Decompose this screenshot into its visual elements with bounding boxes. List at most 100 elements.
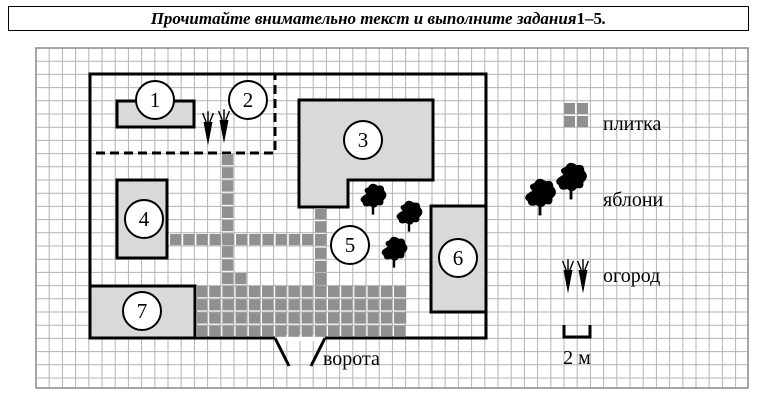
tile	[302, 234, 314, 246]
tile	[314, 325, 326, 337]
object-label-7: 7	[122, 291, 162, 331]
tile	[275, 325, 287, 337]
tile	[301, 299, 313, 311]
tile	[395, 312, 407, 324]
object-label-2: 2	[228, 80, 268, 120]
apple-trees	[360, 183, 423, 268]
tile	[301, 312, 313, 324]
tile	[301, 286, 313, 298]
tile	[248, 299, 260, 311]
carrot-icon	[561, 259, 575, 294]
legend-garden-label: огород	[603, 265, 660, 287]
gate	[273, 335, 327, 367]
tile	[380, 312, 392, 324]
object-number-6: 6	[453, 246, 464, 270]
tile	[196, 286, 208, 298]
object-number-7: 7	[137, 299, 148, 323]
tile	[328, 312, 340, 324]
tile	[275, 234, 287, 246]
tile	[262, 299, 274, 311]
tile	[170, 234, 182, 246]
tile	[394, 325, 406, 337]
tile	[222, 325, 234, 337]
tile	[367, 299, 379, 311]
object-number-2: 2	[243, 88, 254, 112]
tile	[222, 206, 234, 218]
tile	[328, 325, 340, 337]
tile	[196, 299, 208, 311]
apple-tree-icon	[556, 162, 587, 200]
tile	[380, 299, 392, 311]
tile	[367, 312, 379, 324]
tile	[222, 273, 234, 285]
tile	[367, 325, 379, 337]
tile	[314, 312, 326, 324]
tile	[222, 259, 234, 271]
tile	[354, 286, 366, 298]
tile	[262, 234, 274, 246]
tile	[315, 234, 327, 246]
object-label-5: 5	[330, 225, 370, 265]
tile	[314, 299, 326, 311]
legend-tile-icon	[564, 103, 588, 127]
tile	[341, 286, 353, 298]
tile-paths	[170, 154, 407, 337]
tile	[288, 312, 300, 324]
tile	[367, 286, 379, 298]
tile	[328, 299, 340, 311]
tile	[209, 325, 221, 337]
tile	[262, 286, 274, 298]
heading-end: .	[602, 8, 607, 28]
object-number-1: 1	[150, 88, 161, 112]
legend-tile-label: плитка	[603, 113, 662, 135]
object-label-4: 4	[124, 199, 164, 239]
tile	[248, 312, 260, 324]
task-heading: Прочитайте внимательно текст и выполните…	[8, 6, 749, 31]
tile	[196, 312, 208, 324]
tile	[315, 208, 327, 220]
tile	[235, 299, 247, 311]
tile	[262, 312, 274, 324]
tile	[275, 312, 287, 324]
tile	[288, 299, 300, 311]
vegetable-garden	[201, 109, 231, 146]
object-label-3: 3	[343, 120, 383, 160]
tile	[301, 325, 313, 337]
object-number-3: 3	[358, 128, 369, 152]
tile	[209, 286, 221, 298]
tile	[248, 286, 260, 298]
object-label-1: 1	[135, 80, 175, 120]
scale-label: 2 м	[563, 347, 591, 369]
carrot-icon	[217, 109, 231, 144]
tile	[222, 312, 234, 324]
tile	[315, 273, 327, 285]
tile	[395, 286, 407, 298]
tile	[315, 260, 327, 272]
object-label-6: 6	[438, 238, 478, 278]
tile	[288, 286, 300, 298]
tile	[222, 154, 234, 166]
tile	[262, 325, 274, 337]
tile	[183, 234, 195, 246]
tile	[314, 286, 326, 298]
tile	[222, 234, 234, 246]
tile	[235, 273, 247, 285]
heading-task-range: 1–5	[576, 8, 603, 28]
carrot-icon	[201, 111, 215, 146]
gate-label: ворота	[323, 348, 380, 370]
legend-garden-icon	[561, 259, 590, 294]
tile	[222, 193, 234, 205]
tile	[275, 299, 287, 311]
tile	[328, 286, 340, 298]
tile	[222, 167, 234, 179]
tile	[395, 299, 407, 311]
tile	[249, 234, 261, 246]
tile	[196, 234, 208, 246]
tile	[209, 234, 221, 246]
tile	[354, 299, 366, 311]
tile	[222, 180, 234, 192]
tile	[341, 312, 353, 324]
tile	[354, 325, 366, 337]
tile	[354, 312, 366, 324]
tile	[196, 325, 208, 337]
